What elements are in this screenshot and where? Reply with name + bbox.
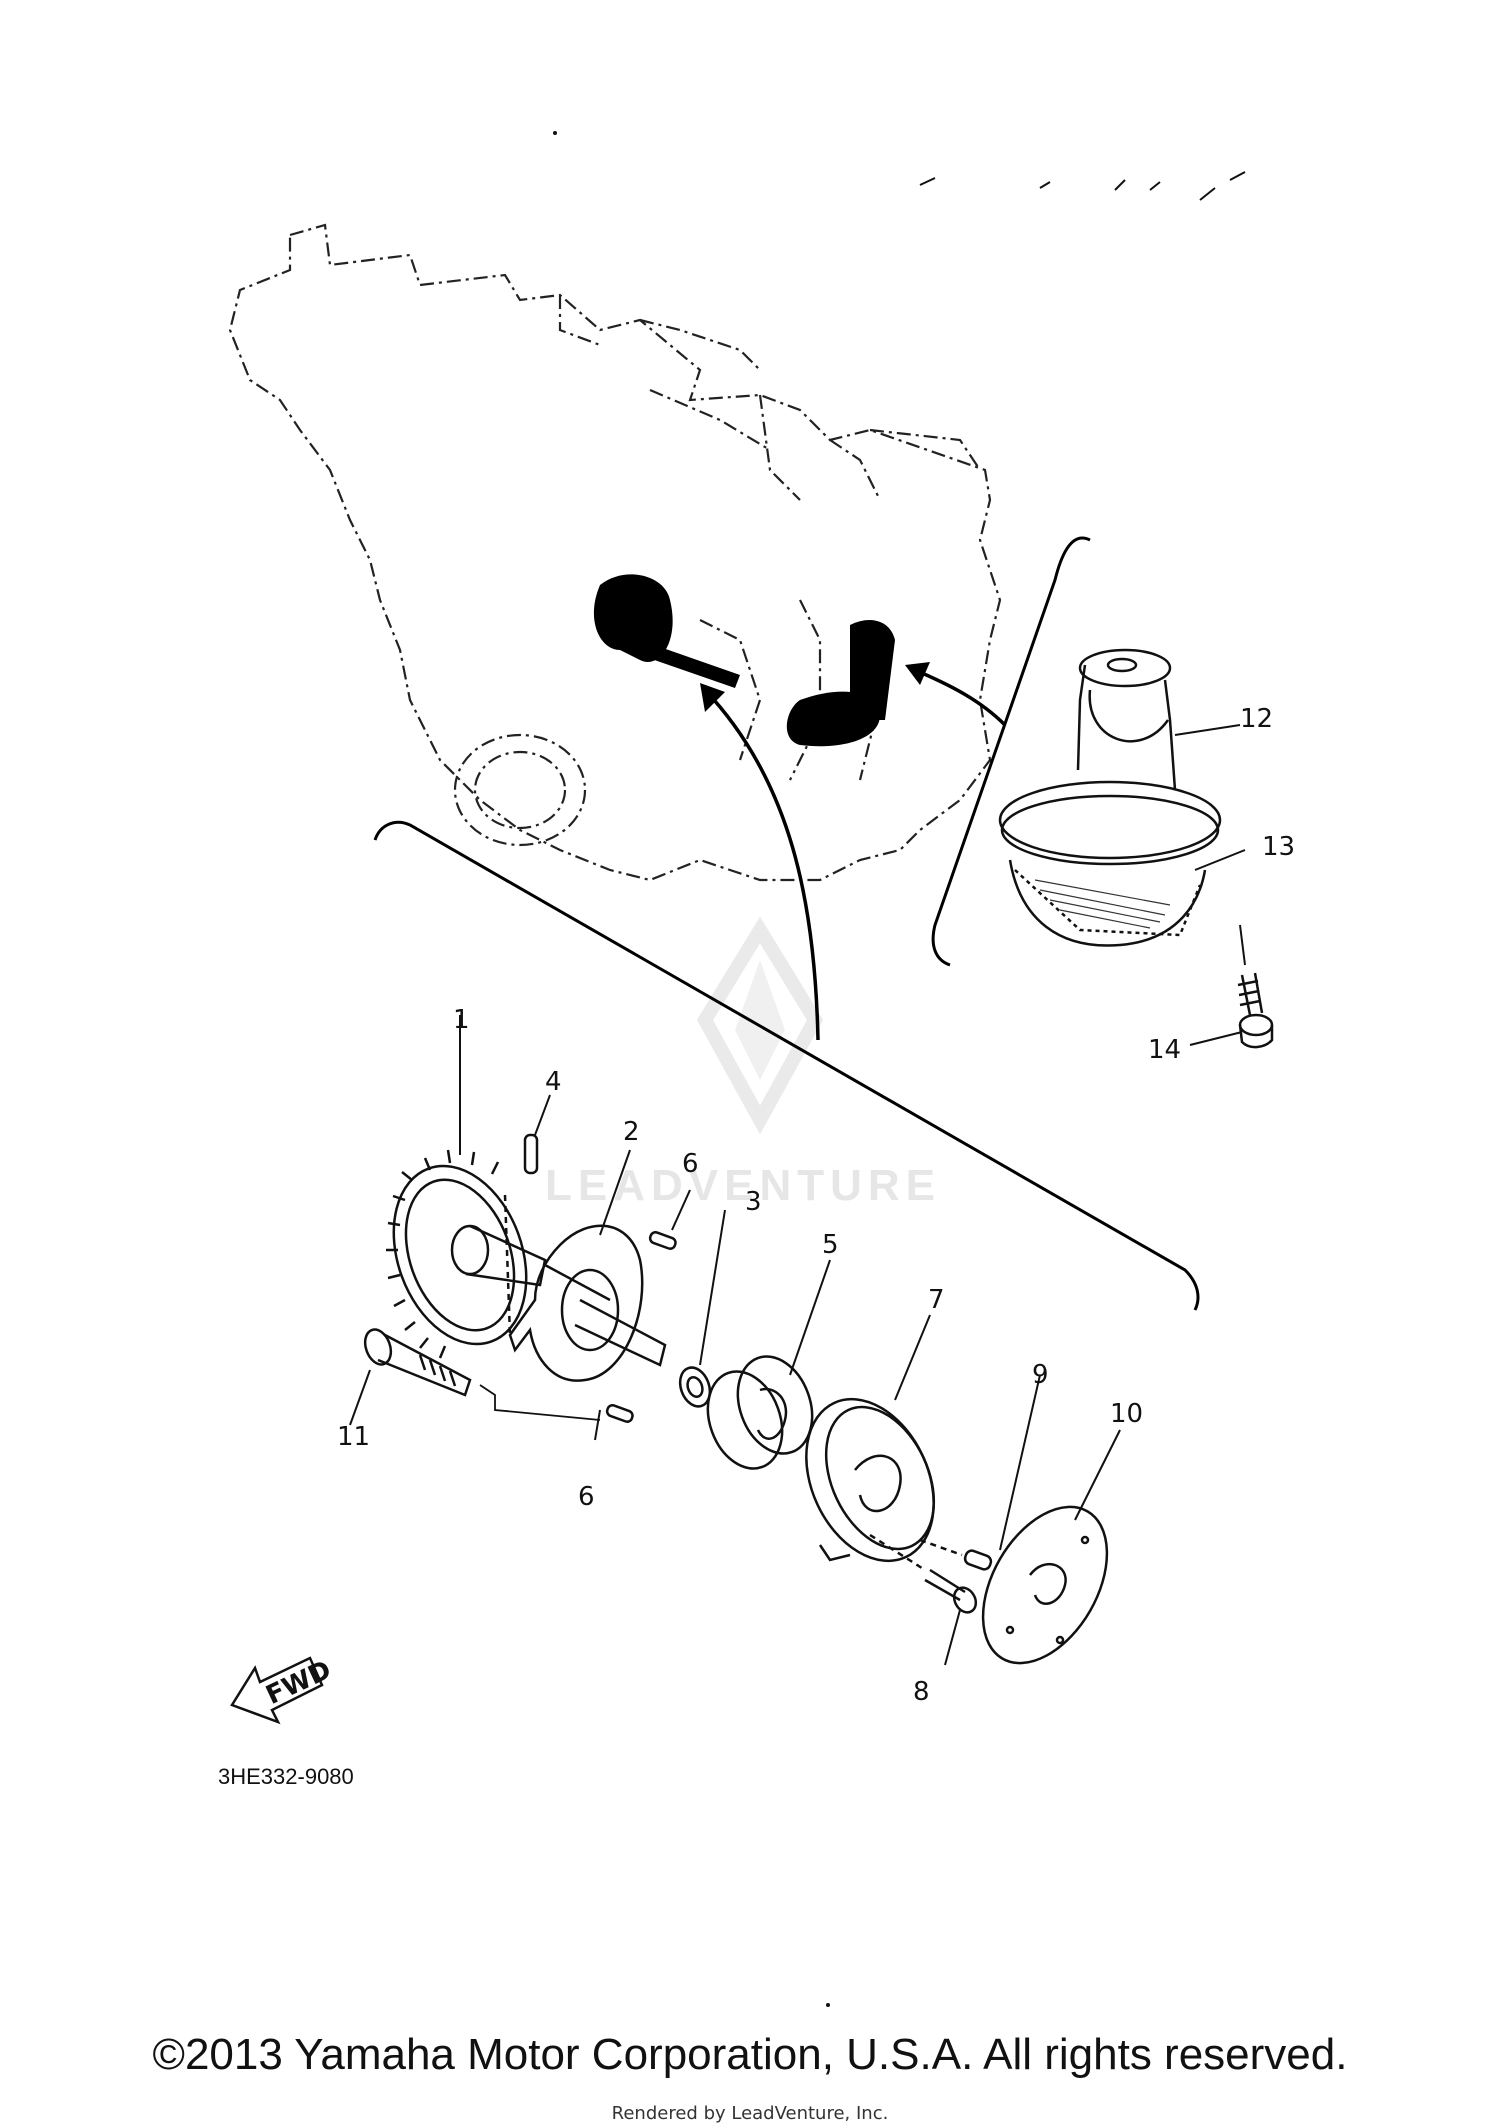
label-leaders [349,724,1246,1666]
part-label-1: 1 [453,1005,470,1035]
rendered-by-notice: Rendered by LeadVenture, Inc. [611,2103,889,2124]
bracket-lines [373,536,1200,1311]
copyright-notice: ©2013 Yamaha Motor Corporation, U.S.A. A… [152,2030,1348,2079]
screw-8 [869,1533,978,1614]
bolt-11 [363,1328,601,1421]
part-label-5: 5 [822,1230,839,1260]
watermark: LEADVENTURE [545,916,941,1210]
part-label-7: 7 [928,1285,945,1315]
leader-arrows [703,668,1007,1041]
part-label-8: 8 [913,1677,930,1707]
pins-6 [605,1231,677,1423]
oil-strainer [998,648,1222,947]
rotor-5 [706,1355,814,1470]
seal-3 [678,1366,712,1408]
fwd-arrow-icon: FWD [230,1655,336,1725]
part-label-9: 9 [1032,1360,1049,1390]
part-label-2: 2 [623,1117,640,1147]
pin-4 [523,1133,539,1175]
arrow-head-right [905,662,930,685]
pin-9 [919,1538,993,1571]
plate-10 [981,1505,1109,1665]
scan-specks [553,131,1246,2007]
watermark-text: LEADVENTURE [545,1161,941,1210]
diagram-code: 3HE332-9080 [218,1764,354,1789]
part-label-6b: 6 [578,1482,595,1512]
part-label-10: 10 [1110,1399,1143,1429]
part-label-11: 11 [337,1422,370,1452]
part-label-12: 12 [1240,704,1273,734]
oil-pump-gear [386,1149,611,1359]
part-label-6a: 6 [682,1149,699,1179]
part-label-4: 4 [545,1067,562,1097]
engine-outline [228,223,1002,882]
install-location-markers [593,574,895,747]
part-labels: 1 2 3 4 5 6 6 7 8 9 10 11 12 13 14 [337,704,1295,1707]
bolt-14 [1237,972,1274,1049]
pump-body [503,1194,667,1382]
part-label-13: 13 [1262,832,1295,862]
part-label-3: 3 [745,1187,762,1217]
pump-cover-7 [805,1397,936,1563]
part-label-14: 14 [1148,1035,1181,1065]
strainer-mesh [1034,879,1171,929]
arrow-head-left [700,683,725,712]
